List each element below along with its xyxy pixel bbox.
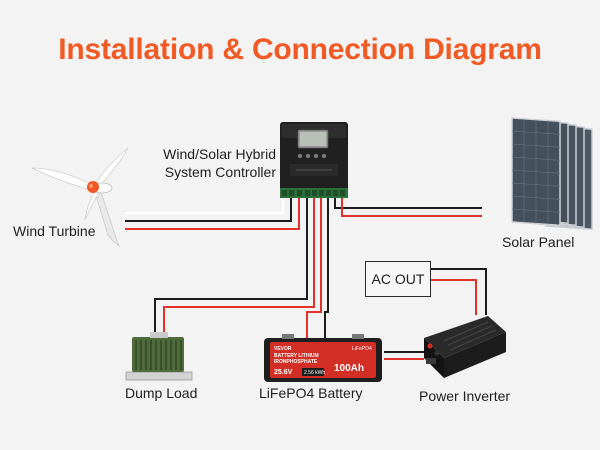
power-inverter-label: Power Inverter (419, 388, 511, 404)
battery-voltage: 25.6V (274, 369, 293, 376)
wind-turbine-label: Wind Turbine (13, 223, 96, 239)
wire-dumpload-black (154, 198, 308, 335)
power-inverter-icon (424, 316, 506, 378)
hybrid-controller-icon (280, 122, 348, 198)
battery-text-1: BATTERY LITHIUM (274, 353, 319, 359)
solar-panel-icon (511, 117, 593, 231)
battery-brand: VEVOR (274, 346, 292, 352)
wind-turbine-icon (31, 147, 129, 248)
wire-solar-black (334, 198, 482, 209)
battery-label: LiFePO4 Battery (259, 385, 363, 401)
battery-icon: VEVOR LiFePO4 BATTERY LITHIUM IRONPHOSPH… (264, 334, 382, 382)
solar-panel-label: Solar Panel (502, 234, 575, 250)
wire-acout-black (431, 268, 487, 315)
wire-battery-black (324, 198, 329, 338)
wire-battery-red (306, 198, 322, 338)
controller-label-line2: System Controller (164, 164, 276, 180)
wire-turbine-red (125, 198, 300, 230)
wire-acout-red (431, 279, 477, 315)
controller-label: Wind/Solar Hybrid System Controller (158, 145, 276, 181)
wire-turbine-black (125, 198, 292, 222)
battery-energy: 2.56 kWh (304, 370, 325, 376)
battery-capacity: 100Ah (334, 363, 364, 374)
dump-load-icon (125, 332, 193, 381)
ac-out-label: AC OUT (371, 271, 425, 287)
wires (125, 198, 487, 360)
page-title: Installation & Connection Diagram (58, 33, 542, 66)
controller-label-line1: Wind/Solar Hybrid (163, 146, 276, 162)
ac-out-box: AC OUT (365, 261, 431, 297)
dump-load-label: Dump Load (125, 385, 198, 401)
wire-dumpload-red (163, 198, 315, 335)
battery-text-2: IRONPHOSPHATE (274, 359, 318, 365)
wire-turbine-white (125, 198, 285, 215)
battery-chem: LiFePO4 (352, 346, 372, 352)
wire-solar-red (341, 198, 482, 217)
